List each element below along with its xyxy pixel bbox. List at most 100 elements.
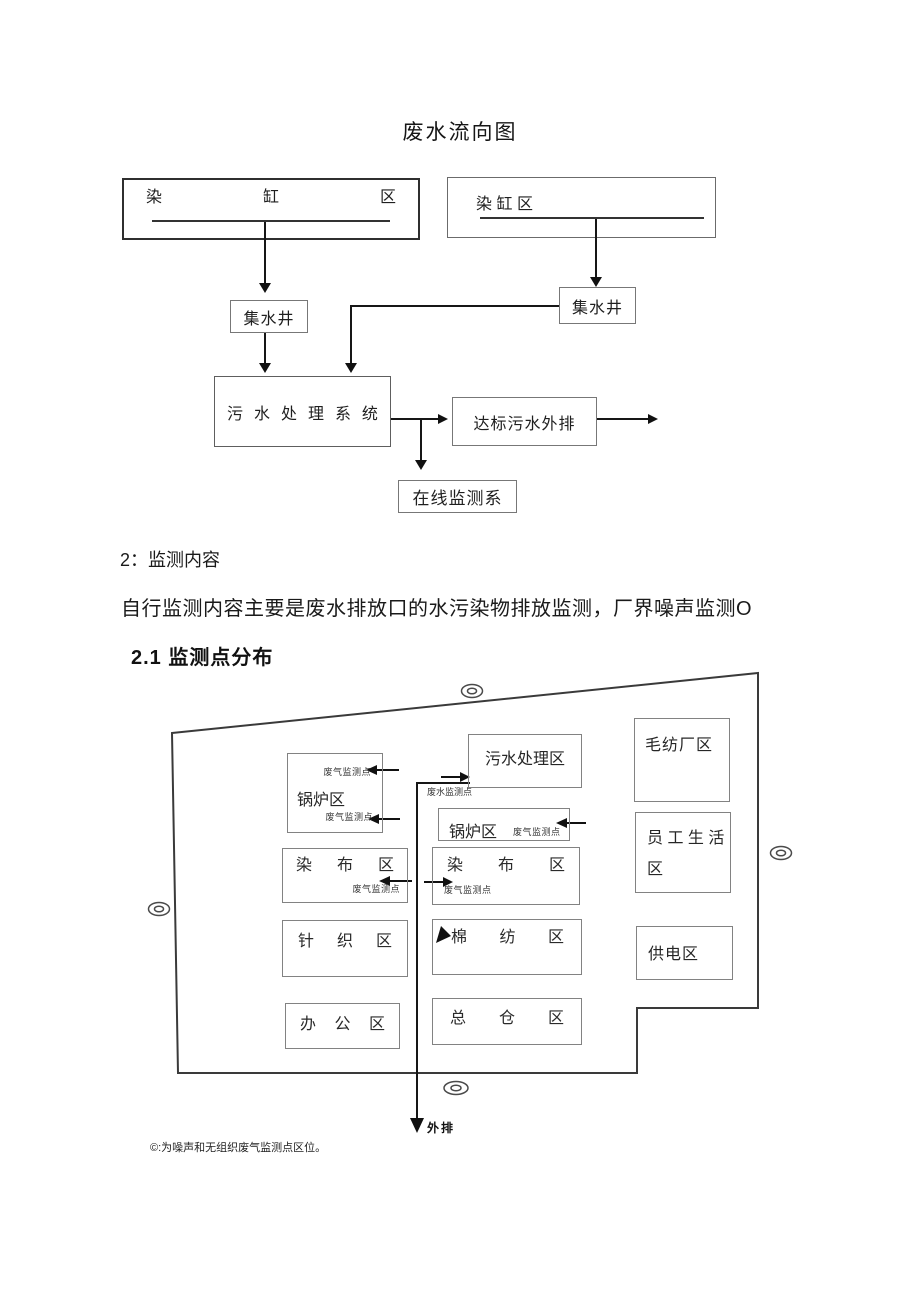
- arrow-down-icon: [415, 460, 427, 470]
- flow-line: [597, 418, 648, 420]
- flowchart-node-dye-vat-left: 染 缸 区: [122, 178, 420, 240]
- label-char: 区: [377, 857, 394, 874]
- area-label-knitting: 针 织 区: [283, 921, 407, 950]
- flowchart-title: 废水流向图: [402, 121, 518, 144]
- flow-line: [264, 333, 266, 363]
- section-paragraph: 自行监测内容主要是废水排放口的水污染物排放监测，厂界噪声监测O: [121, 598, 753, 620]
- label-char: 总: [450, 1010, 467, 1027]
- arrow-marker-icon: [436, 926, 451, 943]
- label-char: 染: [447, 857, 464, 874]
- label-char: 区: [548, 857, 565, 874]
- area-box-dyeing-1: 染 布 区 废气监测点: [282, 848, 408, 903]
- area-label-sewage-treatment: 污水处理区: [484, 751, 565, 768]
- gas-monitor-point-label: 废气监测点: [352, 884, 400, 894]
- arrow-right-icon: [438, 414, 448, 424]
- flow-line: [391, 418, 438, 420]
- area-label-dyeing: 染 布 区: [433, 848, 579, 874]
- arrow-right-icon: [460, 772, 470, 782]
- area-box-power-supply: 供电区: [636, 926, 733, 980]
- arrow-down-icon: [259, 283, 271, 293]
- flowchart-node-treatment-system: 污 水 处 理 系 统: [214, 376, 391, 447]
- area-label-boiler: 锅炉区: [297, 792, 346, 809]
- area-label-boiler: 锅炉区: [449, 824, 498, 841]
- treatment-system-label: 污 水 处 理 系 统: [215, 400, 390, 424]
- arrow-down-icon: [590, 277, 602, 287]
- arrow-left-icon: [368, 814, 379, 824]
- divider-line: [480, 217, 704, 219]
- area-label-staff-living: 区: [647, 861, 664, 878]
- area-box-cotton-spinning: 棉 纺 区: [432, 919, 582, 975]
- area-box-wool-mill: 毛纺厂区: [634, 718, 730, 802]
- flowchart-node-well-right: 集水井: [559, 287, 636, 324]
- area-label-dyeing: 染 布 区: [283, 849, 407, 874]
- area-label-wool-mill: 毛纺厂区: [645, 737, 714, 754]
- noise-monitor-marker-icon: [443, 1080, 469, 1096]
- noise-monitor-marker-icon: [147, 901, 171, 917]
- flowchart-node-discharge: 达标污水外排: [452, 397, 597, 446]
- area-box-knitting: 针 织 区: [282, 920, 408, 977]
- area-label-office: 办 公 区: [286, 1004, 399, 1033]
- label-char: 针: [298, 933, 315, 950]
- label-char: 棉: [451, 929, 468, 946]
- gas-monitor-point-label: 废气监测点: [323, 767, 371, 777]
- label-char: 理: [307, 405, 324, 423]
- label-char: 统: [361, 405, 378, 423]
- flow-line: [350, 305, 352, 363]
- area-box-sewage-treatment: 污水处理区: [468, 734, 582, 788]
- label-char: 染: [296, 857, 313, 874]
- label-char: 系: [334, 405, 351, 423]
- section-heading: 2：监测内容: [120, 550, 221, 570]
- area-box-boiler-2: 锅炉区 废气监测点: [438, 808, 570, 841]
- flow-line: [264, 222, 266, 283]
- flowchart-node-dye-vat-right: 染 缸 区: [447, 177, 716, 238]
- label-char: 污: [227, 405, 244, 423]
- label-char: 布: [336, 857, 353, 874]
- wastewater-pipe-line: [416, 782, 470, 1120]
- area-label-warehouse: 总 仓 区: [433, 999, 581, 1027]
- flowchart-node-well-left: 集水井: [230, 300, 308, 333]
- arrow-right-icon: [443, 877, 453, 887]
- label-char: 仓: [498, 1010, 515, 1027]
- gas-monitor-point-label: 废气监测点: [444, 885, 492, 895]
- label-char: 缸: [262, 189, 279, 206]
- label-char: 缸: [496, 196, 513, 213]
- label-char: 办: [300, 1016, 317, 1033]
- label-char: 布: [497, 857, 514, 874]
- divider-line: [152, 220, 390, 222]
- label-char: 区: [368, 1016, 385, 1033]
- label-char: 纺: [499, 929, 516, 946]
- area-label-staff-living: 员 工 生 活: [647, 830, 725, 847]
- dye-vat-right-label: 染 缸 区: [448, 178, 715, 214]
- map-legend-note: ©:为噪声和无组织废气监测点区位。: [150, 1142, 327, 1154]
- area-box-office: 办 公 区: [285, 1003, 400, 1049]
- gas-monitor-point-label: 废气监测点: [513, 827, 561, 837]
- label-char: 处: [280, 405, 297, 423]
- label-char: 染: [476, 196, 493, 213]
- noise-monitor-marker-icon: [769, 845, 793, 861]
- arrow-left-icon: [379, 876, 390, 886]
- section-subheading: 2.1 监测点分布: [131, 647, 274, 669]
- area-label-cotton-spinning: 棉 纺 区: [433, 920, 581, 946]
- arrow-left-icon: [556, 818, 567, 828]
- gas-monitor-point-label: 废气监测点: [325, 812, 373, 822]
- area-label-power-supply: 供电区: [648, 946, 700, 963]
- noise-monitor-marker-icon: [460, 683, 484, 699]
- label-char: 区: [547, 1010, 564, 1027]
- area-box-dyeing-2: 染 布 区 废气监测点: [432, 847, 580, 905]
- arrow-down-icon: [345, 363, 357, 373]
- online-monitor-label: 在线监测系: [412, 489, 503, 508]
- label-char: 区: [547, 929, 564, 946]
- factory-boundary: [170, 671, 759, 1074]
- area-box-boiler-1: 废气监测点 锅炉区 废气监测点: [287, 753, 383, 833]
- area-box-staff-living: 员 工 生 活 区: [635, 812, 731, 893]
- label-char: 区: [379, 189, 396, 206]
- arrow-right-icon: [648, 414, 658, 424]
- outfall-label: 外排: [427, 1121, 456, 1135]
- flow-line: [420, 419, 422, 460]
- dye-vat-left-label: 染 缸 区: [124, 180, 418, 206]
- label-char: 公: [334, 1016, 351, 1033]
- flow-line: [595, 219, 597, 277]
- water-monitor-point-label: 废水监测点: [427, 787, 473, 797]
